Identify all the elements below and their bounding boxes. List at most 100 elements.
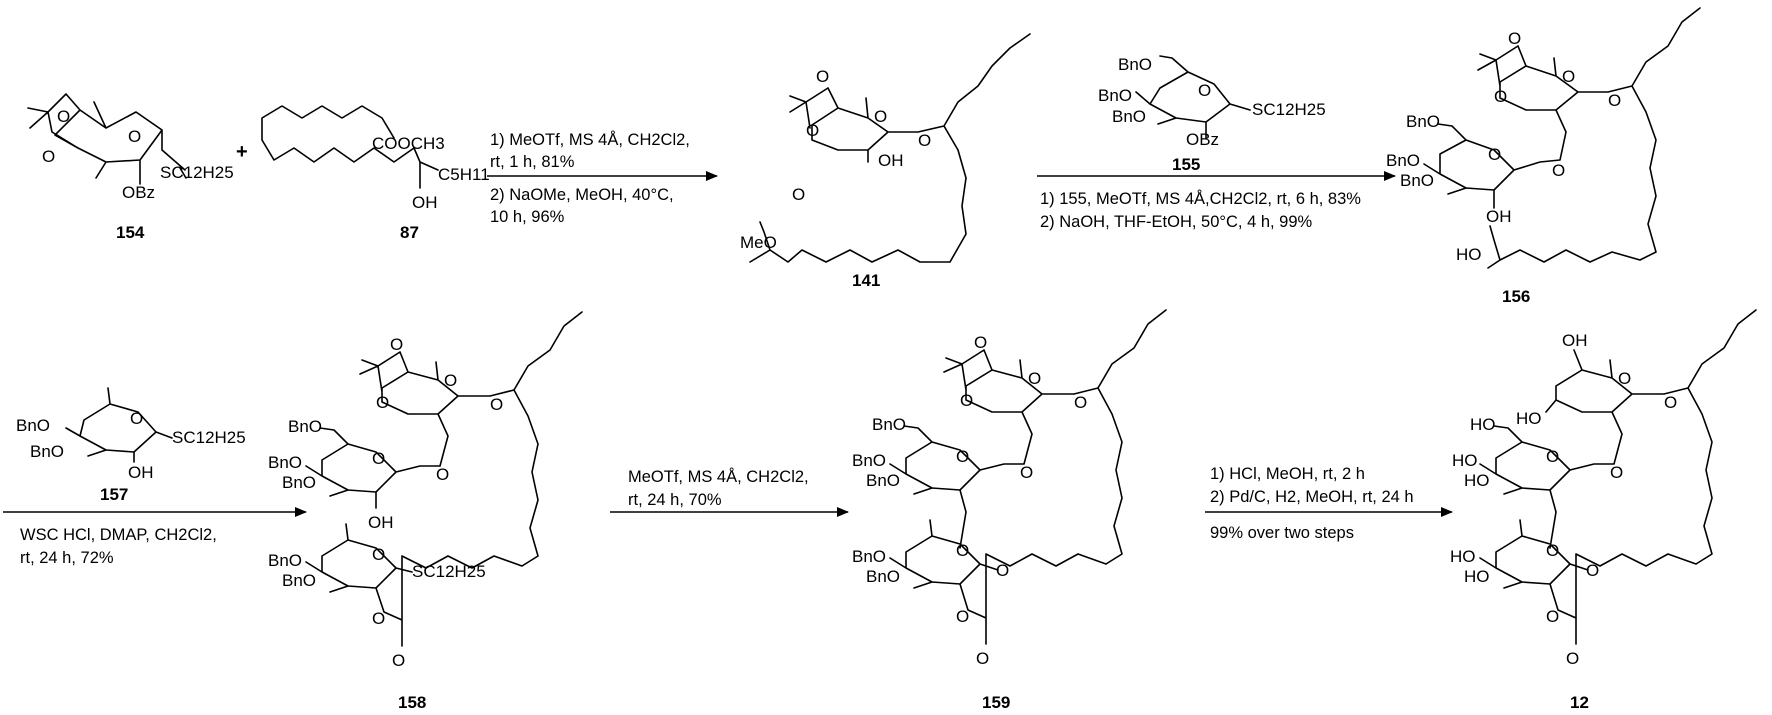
compound-156-label-11: HO <box>1456 245 1482 264</box>
compound-156-label-3: O <box>1608 91 1621 110</box>
compound-154-label-4: OBz <box>122 183 155 202</box>
compound-158-label-8: O <box>436 465 449 484</box>
compound-158-label-15: O <box>392 651 405 670</box>
compound-155-label-4: SC12H25 <box>1252 100 1326 119</box>
compound-156-bonds <box>1423 7 1701 269</box>
compound-155: BnO BnO BnO O SC12H25 OBz 155 <box>1098 55 1326 174</box>
compound-141-label-2: O <box>874 107 887 126</box>
compound-12-label-9: HO <box>1450 547 1476 566</box>
compound-157-label-0: BnO <box>16 416 50 435</box>
compound-158-label-4: BnO <box>288 417 322 436</box>
reaction-1-line-1: rt, 1 h, 81% <box>490 153 575 171</box>
compound-159-label-12: O <box>996 561 1009 580</box>
compound-157: BnO BnO O OH SC12H25 157 <box>16 387 246 504</box>
compound-157-label-1: BnO <box>30 442 64 461</box>
compound-159-label-5: BnO <box>852 451 886 470</box>
compound-12-label-13: O <box>1546 607 1559 626</box>
compound-141-label-4: O <box>918 131 931 150</box>
compound-156-id: 156 <box>1502 287 1530 306</box>
reaction-1: 1) MeOTf, MS 4Å, CH2Cl2, rt, 1 h, 81% 2)… <box>487 130 718 226</box>
compound-155-label-5: OBz <box>1186 130 1219 149</box>
reaction-4-line-1: rt, 24 h, 70% <box>628 491 722 509</box>
compound-141-label-0: O <box>816 67 829 86</box>
compound-158-label-0: O <box>390 335 403 354</box>
compound-158-label-13: SC12H25 <box>412 562 486 581</box>
compound-159-label-4: BnO <box>872 415 906 434</box>
compound-155-label-3: O <box>1198 81 1211 100</box>
compound-12-label-12: O <box>1586 561 1599 580</box>
compound-159-bonds <box>889 309 1167 645</box>
compound-12-label-14: O <box>1566 649 1579 668</box>
compound-12-label-8: O <box>1610 463 1623 482</box>
compound-156-label-0: O <box>1508 29 1521 48</box>
compound-158-label-2: O <box>444 371 457 390</box>
compound-155-label-2: BnO <box>1112 107 1146 126</box>
compound-12-id: 12 <box>1570 693 1589 712</box>
compound-12-label-11: O <box>1546 541 1559 560</box>
reaction-3-line-0: WSC HCl, DMAP, CH2Cl2, <box>20 526 217 544</box>
compound-159-label-6: BnO <box>866 471 900 490</box>
reaction-2: 1) 155, MeOTf, MS 4Å,CH2Cl2, rt, 6 h, 83… <box>1037 171 1396 231</box>
compound-159-label-13: O <box>956 607 969 626</box>
compound-154: O O O SC12H25 OBz 154 <box>27 93 234 242</box>
compound-154-label-2: O <box>128 127 141 146</box>
compound-87: COOCH3 C5H11 OH 87 <box>261 105 490 242</box>
compound-159: O O O O BnO BnO BnO O O BnO BnO O O O O … <box>852 309 1167 712</box>
reaction-3: WSC HCl, DMAP, CH2Cl2, rt, 24 h, 72% <box>3 507 307 567</box>
compound-158: O O O O BnO BnO BnO O O OH BnO BnO O SC1… <box>268 311 583 712</box>
reaction-5-line-0: 1) HCl, MeOH, rt, 2 h <box>1210 465 1365 483</box>
compound-157-label-2: O <box>130 409 143 428</box>
compound-12-label-0: OH <box>1562 331 1588 350</box>
compound-159-label-7: O <box>956 447 969 466</box>
compound-158-label-7: O <box>372 449 385 468</box>
compound-12-label-5: HO <box>1452 451 1478 470</box>
compound-154-label-0: O <box>57 107 70 126</box>
compound-12-label-2: HO <box>1516 409 1542 428</box>
reaction-4: MeOTf, MS 4Å, CH2Cl2, rt, 24 h, 70% <box>610 467 849 517</box>
reaction-5-line-2: 99% over two steps <box>1210 524 1354 542</box>
compound-157-id: 157 <box>100 485 128 504</box>
compound-159-label-1: O <box>960 391 973 410</box>
compound-87-label-0: COOCH3 <box>372 134 445 153</box>
compound-141-label-3: OH <box>878 151 904 170</box>
compound-156-label-2: O <box>1562 67 1575 86</box>
compound-156-label-6: BnO <box>1400 171 1434 190</box>
compound-155-id: 155 <box>1172 155 1200 174</box>
compound-159-label-3: O <box>1074 393 1087 412</box>
compound-159-label-11: O <box>956 541 969 560</box>
compound-12-bonds <box>1479 309 1757 645</box>
compound-157-label-3: OH <box>128 463 154 482</box>
compound-141-id: 141 <box>852 271 880 290</box>
compound-157-bonds <box>65 387 173 463</box>
compound-159-label-9: BnO <box>852 547 886 566</box>
reaction-5-line-1: 2) Pd/C, H2, MeOH, rt, 24 h <box>1210 488 1414 506</box>
compound-159-label-8: O <box>1020 463 1033 482</box>
reaction-2-line-1: 2) NaOH, THF-EtOH, 50°C, 4 h, 99% <box>1040 213 1313 231</box>
compound-12-label-4: HO <box>1470 415 1496 434</box>
compound-141-label-6: MeO <box>740 233 777 252</box>
compound-157-label-4: SC12H25 <box>172 428 246 447</box>
reaction-4-line-0: MeOTf, MS 4Å, CH2Cl2, <box>628 467 809 486</box>
compound-155-bonds <box>1135 55 1251 139</box>
compound-156-label-4: BnO <box>1406 112 1440 131</box>
compound-159-label-14: O <box>976 649 989 668</box>
compound-156-label-8: O <box>1552 161 1565 180</box>
compound-154-id: 154 <box>116 223 145 242</box>
compound-87-label-1: C5H11 <box>438 165 490 184</box>
compound-87-bonds <box>261 105 439 189</box>
compound-158-label-11: BnO <box>282 571 316 590</box>
compound-158-label-5: BnO <box>268 453 302 472</box>
compound-12: OH O HO O HO HO HO O O HO HO O O O O 12 <box>1450 309 1757 712</box>
compound-12-label-6: HO <box>1464 471 1490 490</box>
plus-sign: + <box>236 141 248 163</box>
compound-141-label-5: O <box>792 185 805 204</box>
compound-158-label-14: O <box>372 609 385 628</box>
compound-141-label-1: O <box>806 121 819 140</box>
compound-156-label-9: OH <box>1486 207 1512 226</box>
compound-158-label-12: O <box>372 545 385 564</box>
compound-158-label-9: OH <box>368 513 394 532</box>
compound-141-bonds <box>749 33 1031 263</box>
compound-156: O O O O BnO BnO BnO O O OH O HO 156 <box>1386 7 1701 306</box>
reaction-1-line-3: 10 h, 96% <box>490 208 565 226</box>
compound-87-label-2: OH <box>412 193 438 212</box>
